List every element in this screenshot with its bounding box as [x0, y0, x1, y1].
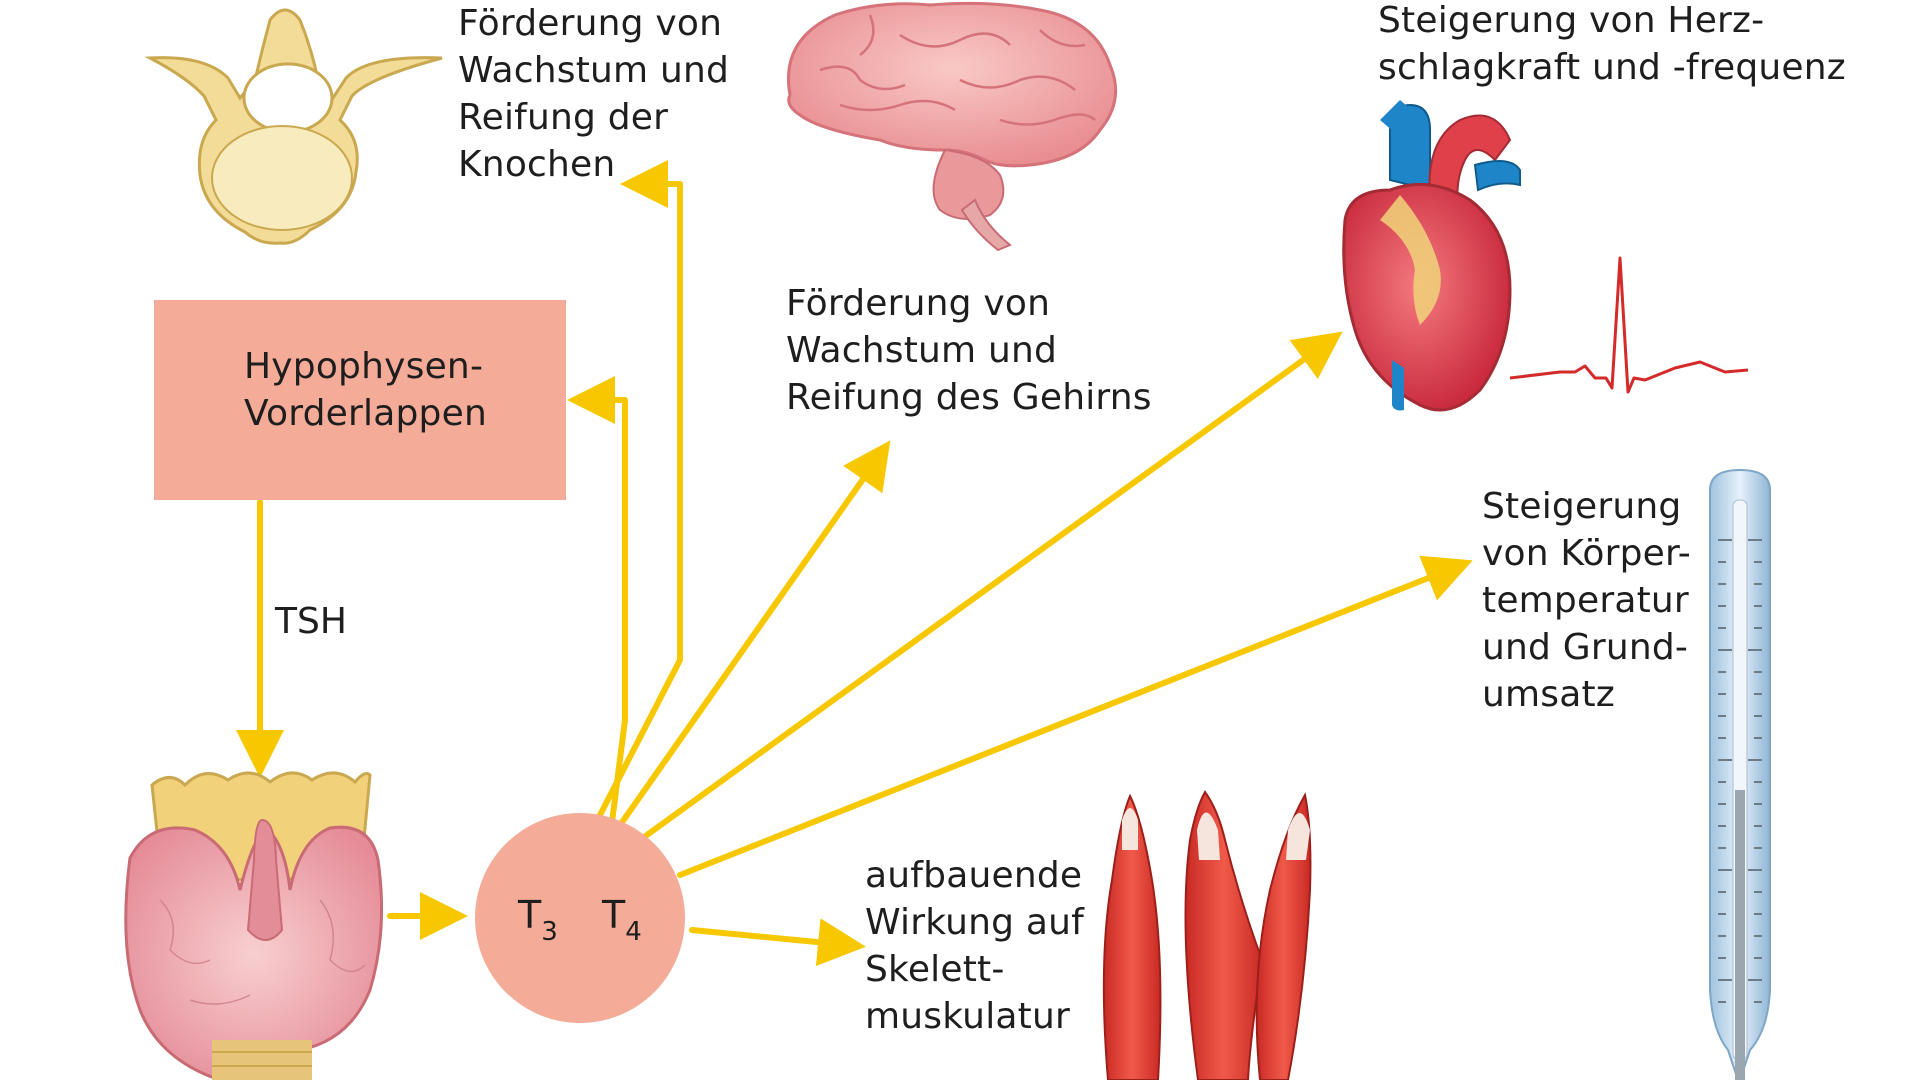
temperature-effect-label: Steigerung von Körper- temperatur und Gr…	[1482, 483, 1691, 718]
t3-subscript: 3	[541, 917, 558, 947]
temperature-line-4: und Grund-	[1482, 627, 1689, 668]
bone-line-1: Förderung von	[458, 3, 723, 44]
t4-subscript: 4	[625, 917, 642, 947]
temperature-line-3: temperatur	[1482, 580, 1689, 621]
bone-effect-label: Förderung von Wachstum und Reifung der K…	[458, 0, 729, 188]
pituitary-line-1: Hypophysen-	[244, 346, 484, 387]
muscle-line-2: Wirkung auf	[865, 902, 1085, 943]
muscle-line-1: aufbauende	[865, 855, 1083, 896]
bone-line-3: Reifung der	[458, 97, 669, 138]
arrow-hormones-to-bone	[597, 160, 683, 818]
muscle-line-3: Skelett-	[865, 949, 1005, 990]
heart-effect-label: Steigerung von Herz- schlagkraft und -fr…	[1378, 0, 1846, 91]
arrow-hormones-to-heart	[637, 331, 1343, 843]
muscle-icon	[1102, 790, 1312, 1080]
temperature-line-1: Steigerung	[1482, 486, 1682, 527]
pituitary-label: Hypophysen- Vorderlappen	[244, 343, 487, 437]
brain-line-1: Förderung von	[786, 283, 1051, 324]
thermometer-icon	[1709, 468, 1771, 1080]
temperature-line-2: von Körper-	[1482, 533, 1691, 574]
arrow-hormones-to-brain	[615, 440, 891, 831]
thyroid-icon	[124, 771, 384, 1080]
heart-icon	[1342, 100, 1521, 412]
arrow-hormones-to-muscle	[689, 918, 866, 967]
arrow-hormones-to-temperature	[677, 555, 1473, 878]
tsh-label: TSH	[275, 601, 347, 642]
pituitary-box	[154, 300, 566, 500]
brain-line-2: Wachstum und	[786, 330, 1058, 371]
vertebra-icon	[144, 8, 443, 245]
t3-label: T3	[518, 895, 558, 952]
heart-line-2: schlagkraft und -frequenz	[1378, 47, 1846, 88]
bone-line-2: Wachstum und	[458, 50, 730, 91]
pituitary-line-2: Vorderlappen	[244, 393, 487, 434]
heart-line-1: Steigerung von Herz-	[1378, 0, 1765, 41]
bone-line-4: Knochen	[458, 144, 616, 185]
t3-letter: T	[518, 893, 542, 937]
t4-letter: T	[602, 893, 626, 937]
brain-icon	[787, 1, 1118, 252]
brain-line-3: Reifung des Gehirns	[786, 377, 1152, 418]
ecg-trace-icon	[1509, 256, 1749, 394]
t4-label: T4	[602, 895, 642, 952]
muscle-effect-label: aufbauende Wirkung auf Skelett- muskulat…	[865, 852, 1084, 1040]
temperature-line-5: umsatz	[1482, 674, 1615, 715]
arrows	[236, 160, 1473, 967]
arrow-hormones-to-pituitary	[567, 376, 628, 825]
hormone-circle	[475, 813, 685, 1023]
brain-effect-label: Förderung von Wachstum und Reifung des G…	[786, 280, 1152, 421]
muscle-line-4: muskulatur	[865, 996, 1070, 1037]
